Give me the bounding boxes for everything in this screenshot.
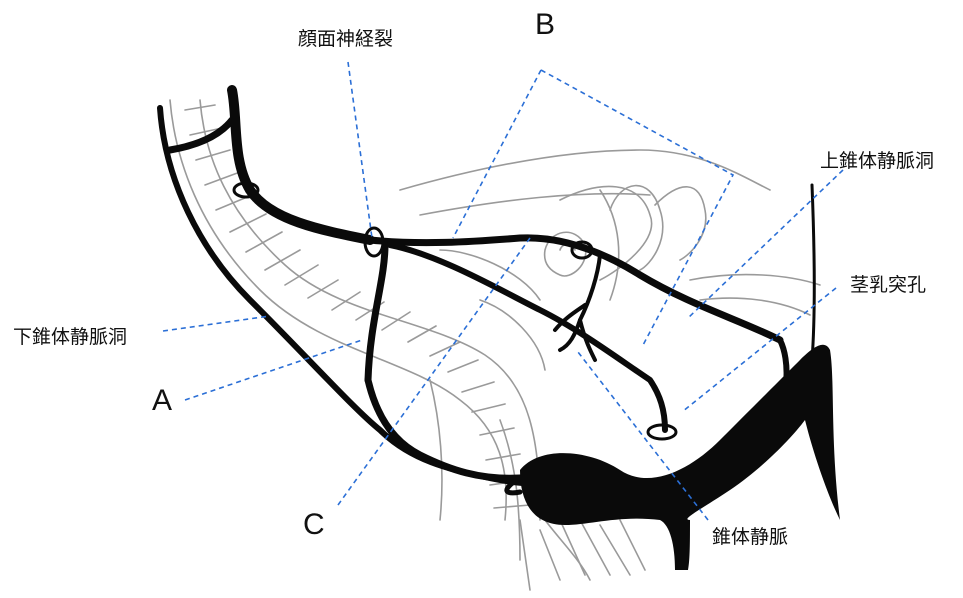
label-superior-petrosal-sinus: 上錐体静脈洞 xyxy=(820,146,934,173)
background-sketch xyxy=(170,100,820,590)
label-stylomastoid-foramen: 茎乳突孔 xyxy=(850,270,926,297)
label-facial-nerve-hiatus: 顔面神経裂 xyxy=(298,24,393,51)
label-a: A xyxy=(152,384,172,418)
label-inferior-petrosal-sinus: 下錐体静脈洞 xyxy=(13,322,127,349)
label-b: B xyxy=(535,8,555,42)
label-c: C xyxy=(303,508,325,542)
label-petrosal-vein: 錐体静脈 xyxy=(712,522,788,549)
